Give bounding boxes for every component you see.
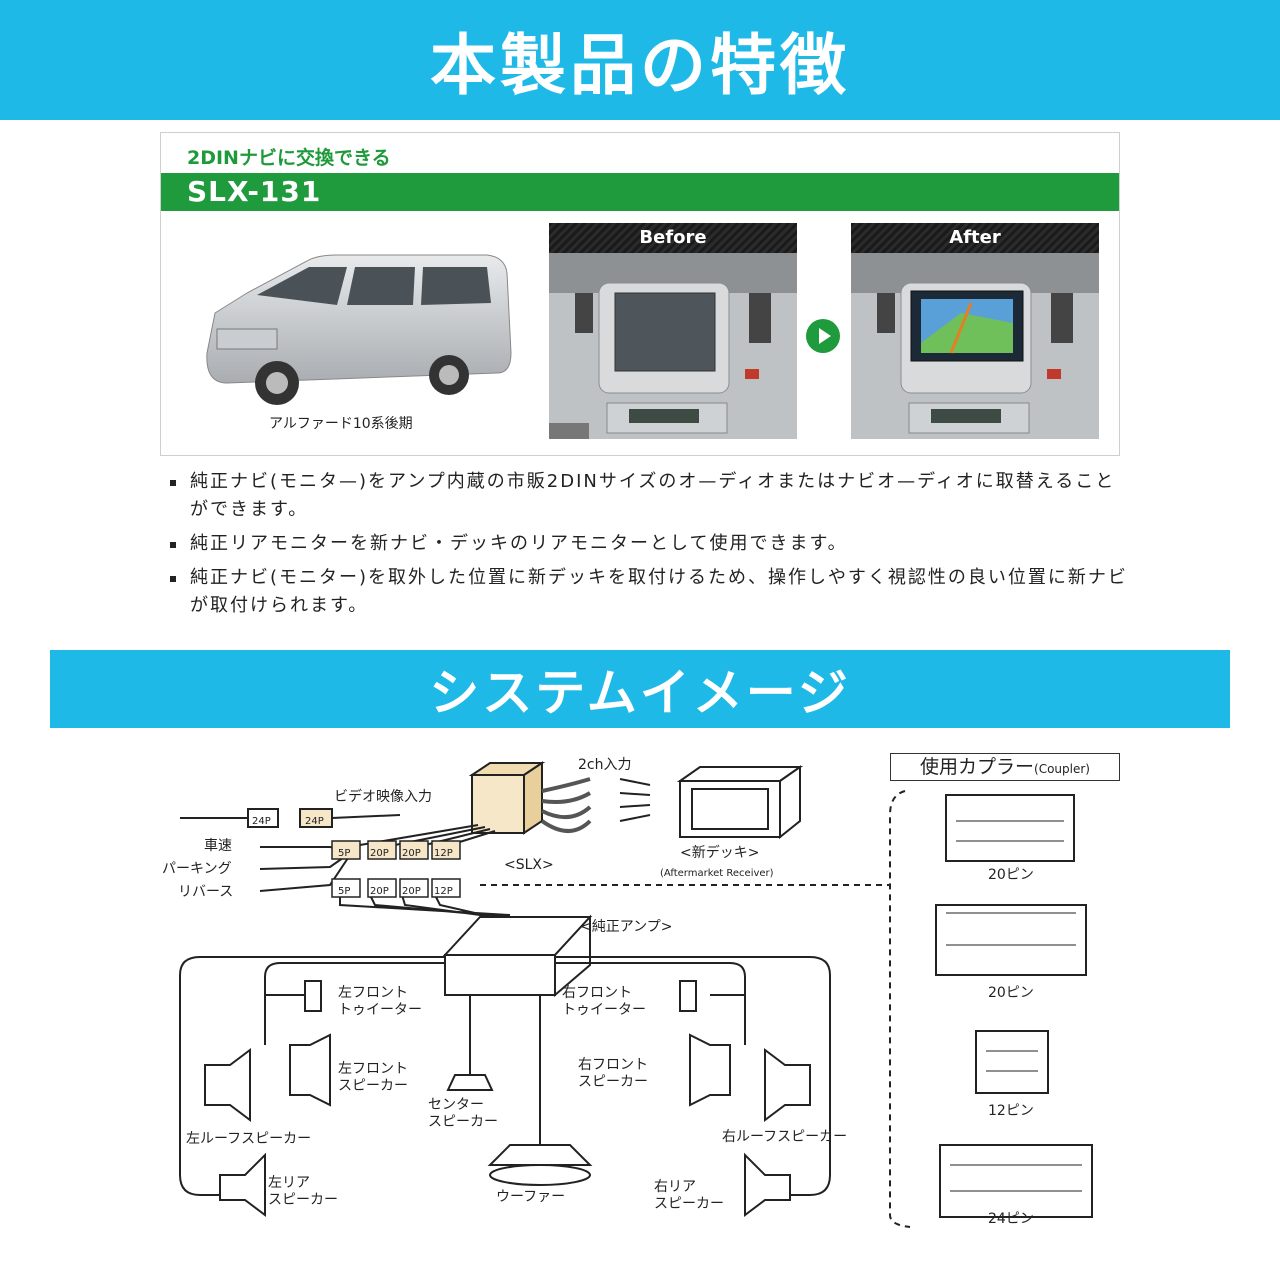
model-name: SLX-131 [187,175,322,208]
connector-24p-b: 24P [305,816,324,827]
coupler-label: 20ピン [988,985,1034,1001]
right-roof-label: 右ルーフスピーカー [722,1129,848,1145]
input-2ch-label: 2ch入力 [578,757,632,773]
before-label: Before [549,223,797,253]
connector-label: 20P [402,848,421,859]
coupler-label: 12ピン [988,1103,1034,1119]
coupler-label: 20ピン [988,867,1034,883]
coupler-title-text: 使用カプラー [920,756,1035,778]
page-title: 本製品の特徴 [430,27,850,104]
parking-label: パーキング [162,861,232,877]
new-deck-label: <新デッキ> [680,845,760,861]
slx-label: <SLX> [504,857,554,873]
left-roof-label: 左ルーフスピーカー [186,1131,312,1147]
speed-label: 車速 [204,838,232,854]
product-card: 2DINナビに交換できる SLX-131 アルファード10系後期 Before … [160,132,1120,456]
feature-item: 純正ナビ(モニタ—)をアンプ内蔵の市販2DINサイズのオ—ディオまたはナビオ—デ… [170,468,1130,524]
feature-item: 純正リアモニターを新ナビ・デッキのリアモニターとして使用できます。 [170,530,1130,558]
header-banner: 本製品の特徴 [0,0,1280,120]
connector-label: 5P [338,848,351,859]
product-subtitle: 2DINナビに交換できる [187,147,391,169]
video-input-label: ビデオ映像入力 [334,789,432,805]
reverse-label: リバース [178,884,234,900]
aftermarket-label: (Aftermarket Receiver) [660,868,774,879]
lf-tweeter-label: 左フロント トゥイーター [338,985,422,1018]
feature-item: 純正ナビ(モニター)を取外した位置に新デッキを取付けるため、操作しやすく視認性の… [170,564,1130,620]
after-photo: After [851,223,1099,439]
after-label: After [851,223,1099,253]
center-speaker-label: センター スピーカー [428,1097,498,1130]
after-dash-image [851,253,1099,439]
rf-tweeter-label: 右フロント トゥイーター [562,985,646,1018]
connector-label: 20P [370,848,389,859]
car-image [206,254,512,405]
feature-list: 純正ナビ(モニタ—)をアンプ内蔵の市販2DINサイズのオ—ディオまたはナビオ—デ… [170,468,1130,626]
left-rear-label: 左リア スピーカー [268,1175,338,1208]
wiring-drawing [179,761,1093,1228]
woofer-label: ウーファー [496,1189,566,1205]
right-rear-label: 右リア スピーカー [654,1179,724,1212]
coupler-label: 24ピン [988,1211,1034,1227]
system-diagram: 2ch入力 ビデオ映像入力 24P 24P 車速 パーキング リバース 5P 2… [150,745,1130,1235]
rf-speaker-label: 右フロント スピーカー [578,1057,648,1090]
car-caption: アルファード10系後期 [269,416,413,432]
oem-amp-label: <純正アンプ> [580,919,673,935]
before-dash-image [549,253,797,439]
before-photo: Before [549,223,797,439]
arrow-right-icon [806,319,840,353]
connector-24p-a: 24P [252,816,271,827]
connector-label: 20P [402,886,421,897]
connector-label: 12P [434,886,453,897]
connector-label: 20P [370,886,389,897]
coupler-title-en: (Coupler) [1034,762,1090,776]
system-title: システムイメージ [429,664,851,722]
connector-label: 12P [434,848,453,859]
coupler-title: 使用カプラー(Coupler) [890,753,1120,781]
system-banner: システムイメージ [50,650,1230,728]
model-bar: SLX-131 [161,173,1119,211]
lf-speaker-label: 左フロント スピーカー [338,1061,408,1094]
connector-label: 5P [338,886,351,897]
